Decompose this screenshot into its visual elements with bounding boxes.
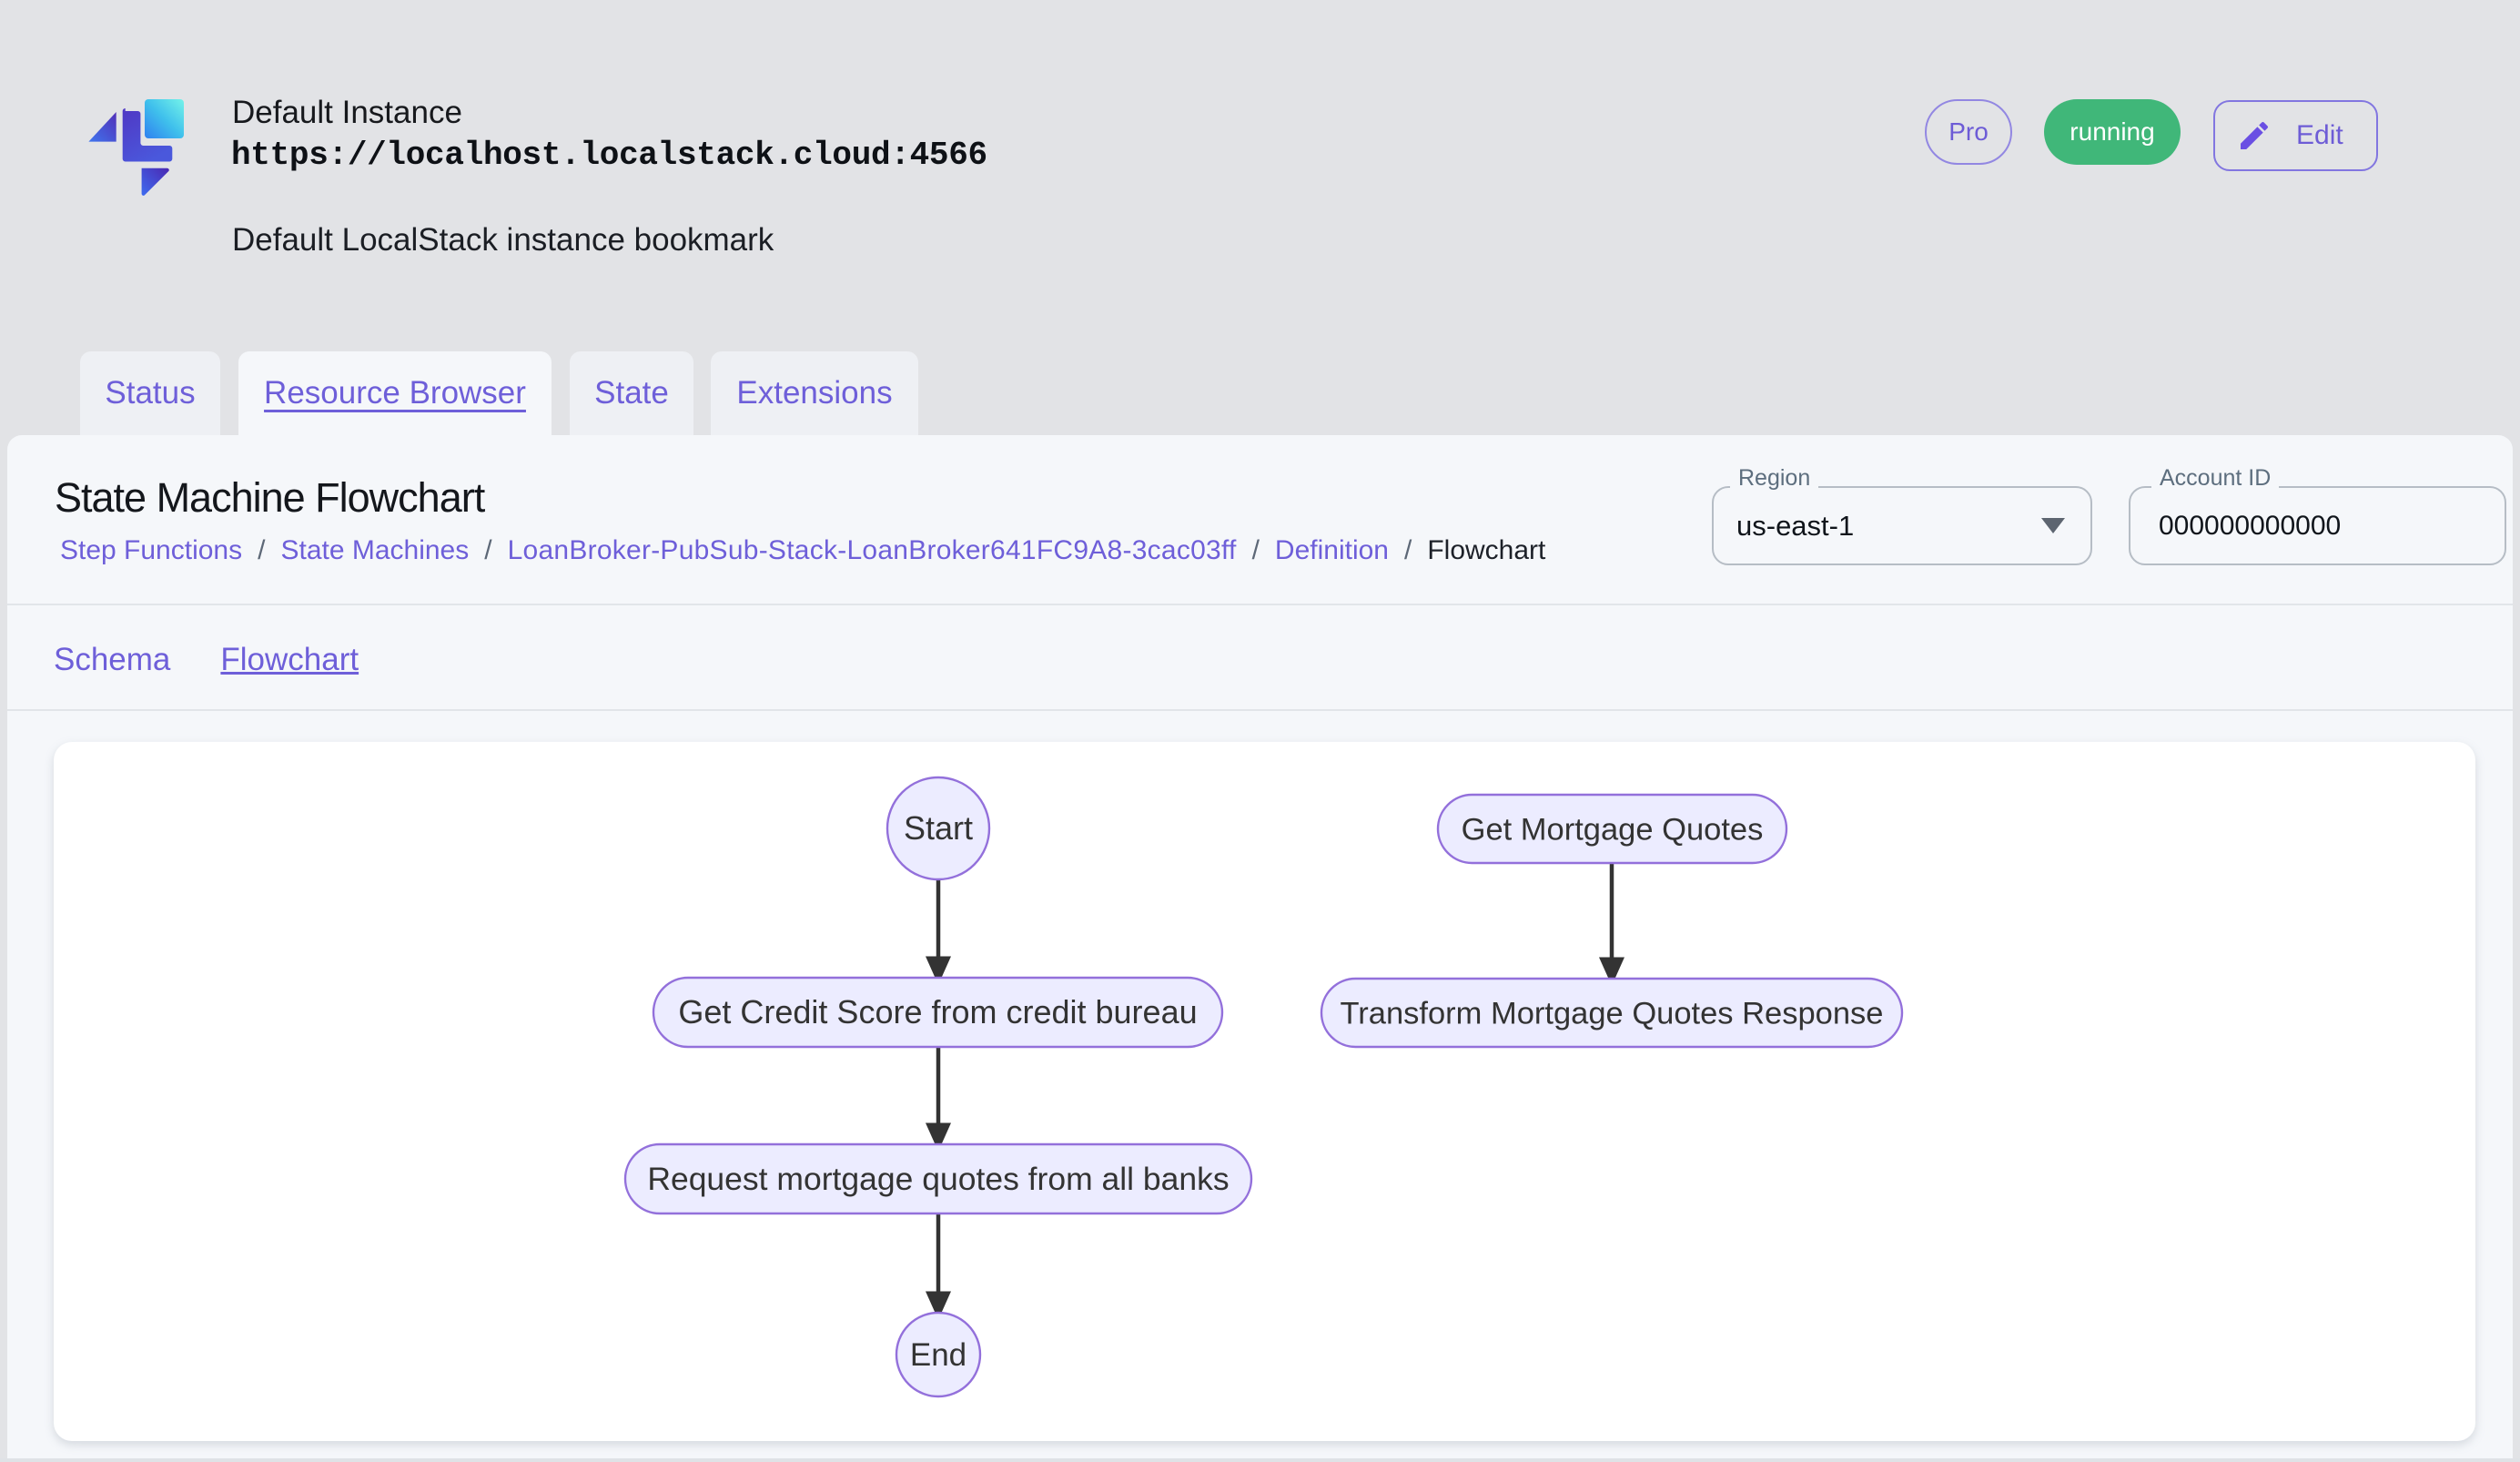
svg-text:End: End bbox=[910, 1337, 967, 1373]
svg-text:Get Credit Score from credit b: Get Credit Score from credit bureau bbox=[678, 993, 1197, 1031]
svg-text:Request mortgage quotes from a: Request mortgage quotes from all banks bbox=[647, 1161, 1229, 1197]
svg-text:Get Mortgage Quotes: Get Mortgage Quotes bbox=[1462, 813, 1764, 848]
svg-text:Start: Start bbox=[904, 809, 973, 847]
svg-text:Transform Mortgage Quotes Resp: Transform Mortgage Quotes Response bbox=[1341, 997, 1884, 1031]
